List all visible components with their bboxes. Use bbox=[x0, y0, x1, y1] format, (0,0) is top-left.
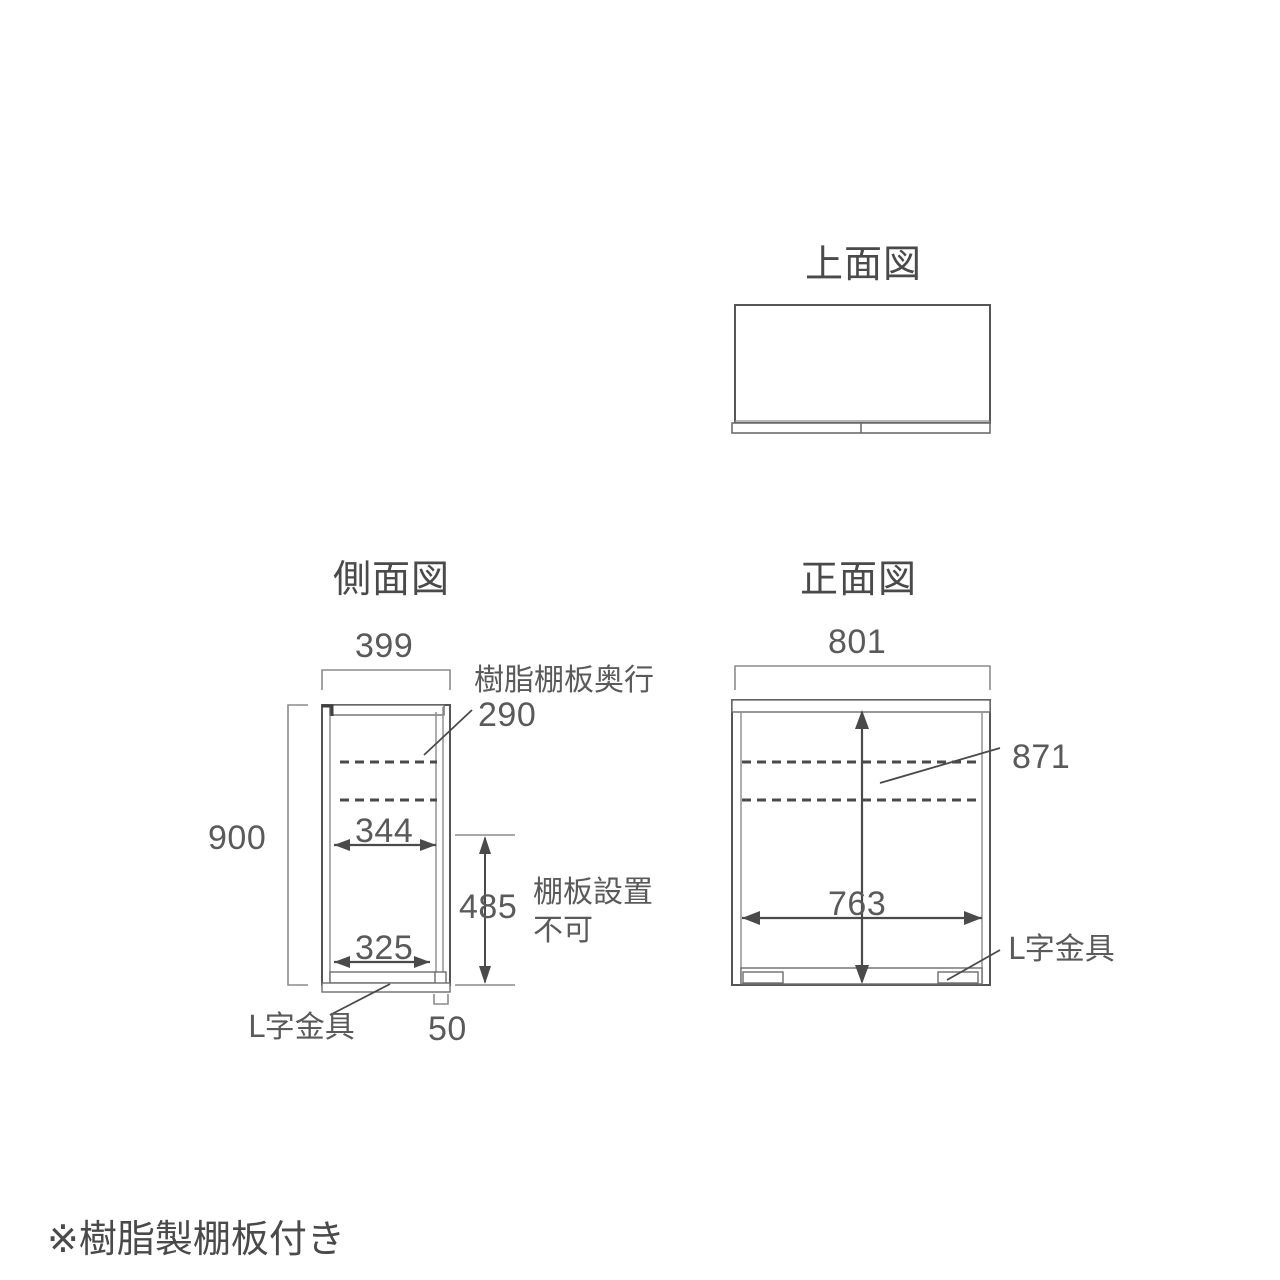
side-base-height-dimension: 50 bbox=[428, 1010, 467, 1048]
side-view-geometry bbox=[287, 669, 515, 1016]
side-depth-dimension: 399 bbox=[355, 627, 414, 665]
footer-note: ※樹脂製棚板付き bbox=[47, 1217, 345, 1261]
top-view-geometry bbox=[731, 304, 991, 434]
top-view-title: 上面図 bbox=[805, 242, 923, 286]
resin-shelf-depth-caption: 樹脂棚板奥行 bbox=[474, 663, 654, 698]
front-view-geometry bbox=[731, 665, 1001, 986]
no-shelf-note-line1: 棚板設置 bbox=[533, 875, 653, 910]
side-inner-upper-dimension: 344 bbox=[355, 812, 414, 850]
side-inner-lower-dimension: 325 bbox=[355, 929, 414, 967]
side-l-bracket-label: L字金具 bbox=[248, 1010, 355, 1045]
resin-shelf-depth-value: 290 bbox=[478, 696, 537, 734]
side-view-title: 側面図 bbox=[333, 557, 451, 601]
no-shelf-note-line2: 不可 bbox=[533, 913, 593, 948]
front-l-bracket-label: L字金具 bbox=[1008, 932, 1115, 967]
side-height-dimension: 900 bbox=[208, 819, 267, 857]
front-view-title: 正面図 bbox=[800, 557, 918, 601]
front-width-dimension: 801 bbox=[828, 623, 887, 661]
front-inner-width-dimension: 763 bbox=[828, 885, 887, 923]
front-inner-height-dimension: 871 bbox=[1012, 738, 1071, 776]
side-no-shelf-zone-dimension: 485 bbox=[459, 888, 518, 926]
